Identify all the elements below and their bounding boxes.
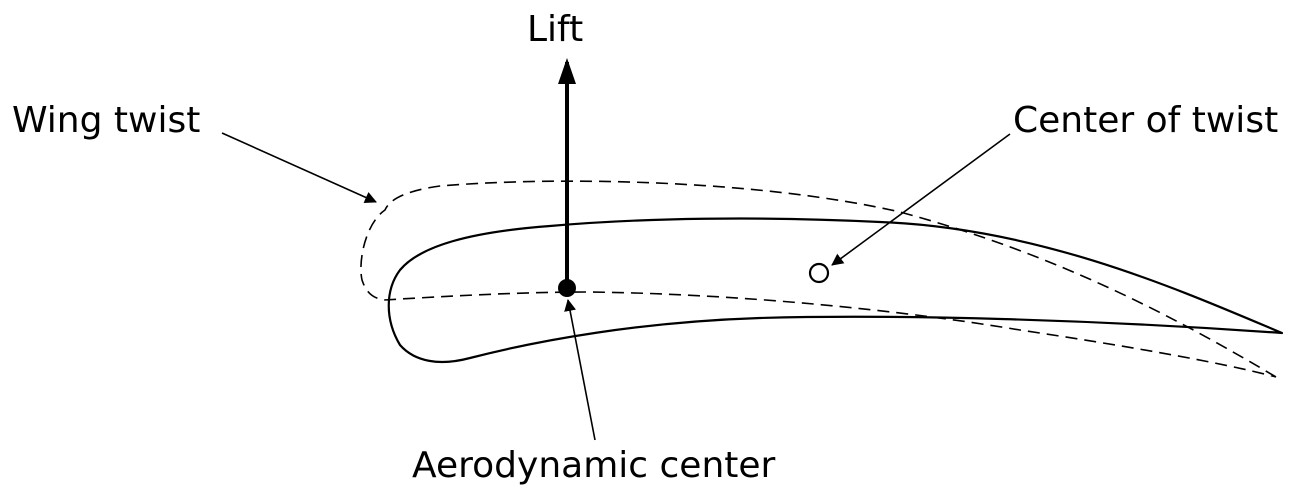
lift-arrowhead [558, 58, 576, 84]
twisted-airfoil-outline [360, 180, 1277, 378]
center-of-twist-leader [831, 133, 1011, 266]
wing-twist-label: Wing twist [12, 100, 201, 141]
wing-twist-leader [221, 132, 377, 203]
lift-label: Lift [527, 9, 584, 50]
center-of-twist-point [808, 262, 830, 284]
center-of-twist-label: Center of twist [1013, 100, 1279, 141]
aerodynamic-center-leader [564, 299, 596, 441]
aerodynamic-center-label: Aerodynamic center [412, 445, 776, 486]
aerodynamic-center-point [558, 279, 576, 297]
airfoil-outline [387, 217, 1284, 364]
